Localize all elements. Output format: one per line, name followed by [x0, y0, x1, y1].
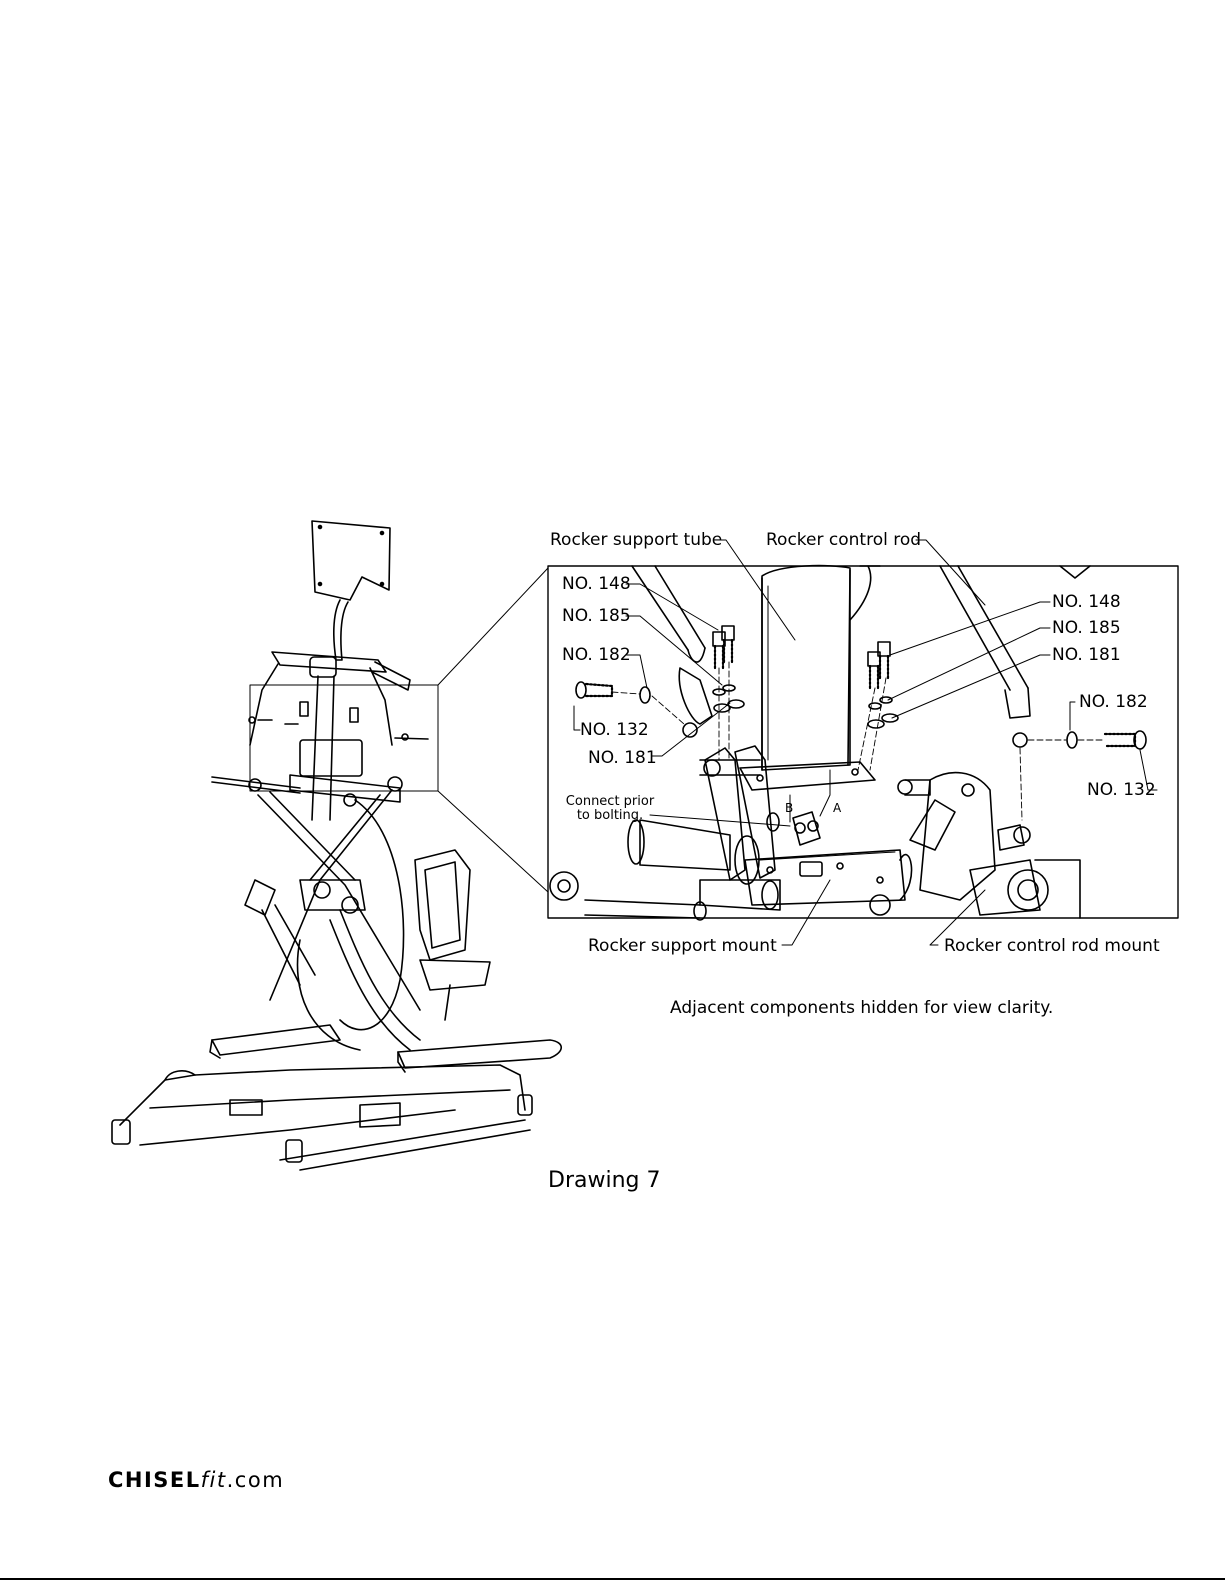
label-no181-right: NO. 181 — [1052, 647, 1121, 664]
side-bolt-left — [576, 682, 684, 724]
machine-overview — [112, 521, 561, 1170]
label-point-a: A — [833, 802, 841, 814]
label-connect-prior: Connect prior to bolting. — [560, 795, 660, 824]
label-no132-left: NO. 132 — [580, 722, 649, 739]
label-connect-prior-line1: Connect prior — [566, 794, 654, 809]
label-point-b: B — [785, 802, 793, 814]
footer-brand-logo: CHISELfit.com — [108, 1468, 284, 1492]
label-no185-right: NO. 185 — [1052, 620, 1121, 637]
label-no148-left: NO. 148 — [562, 576, 631, 593]
brand-italic: fit — [201, 1468, 227, 1492]
view-clarity-note: Adjacent components hidden for view clar… — [670, 998, 1053, 1018]
drawing-title: Drawing 7 — [548, 1168, 660, 1193]
label-no132-right: NO. 132 — [1087, 782, 1156, 799]
label-rocker-control-rod-mount: Rocker control rod mount — [944, 938, 1160, 955]
overview-bolts — [249, 702, 428, 740]
label-no181-left: NO. 181 — [588, 750, 657, 767]
label-rocker-support-tube: Rocker support tube — [550, 532, 722, 549]
brand-suffix: .com — [227, 1468, 285, 1492]
side-bolt-right — [1020, 731, 1146, 820]
footer-rule — [0, 1578, 1225, 1580]
label-rocker-support-mount: Rocker support mount — [588, 938, 777, 955]
label-connect-prior-line2: to bolting. — [577, 808, 643, 823]
label-rocker-control-rod: Rocker control rod — [766, 532, 921, 549]
bolt-stack-left — [713, 626, 744, 760]
label-no182-left: NO. 182 — [562, 647, 631, 664]
label-no182-right: NO. 182 — [1079, 694, 1148, 711]
zoom-lines — [438, 568, 548, 892]
label-no148-right: NO. 148 — [1052, 594, 1121, 611]
label-no185-left: NO. 185 — [562, 608, 631, 625]
bolt-stack-right — [858, 642, 898, 770]
brand-bold: CHISEL — [108, 1468, 201, 1492]
